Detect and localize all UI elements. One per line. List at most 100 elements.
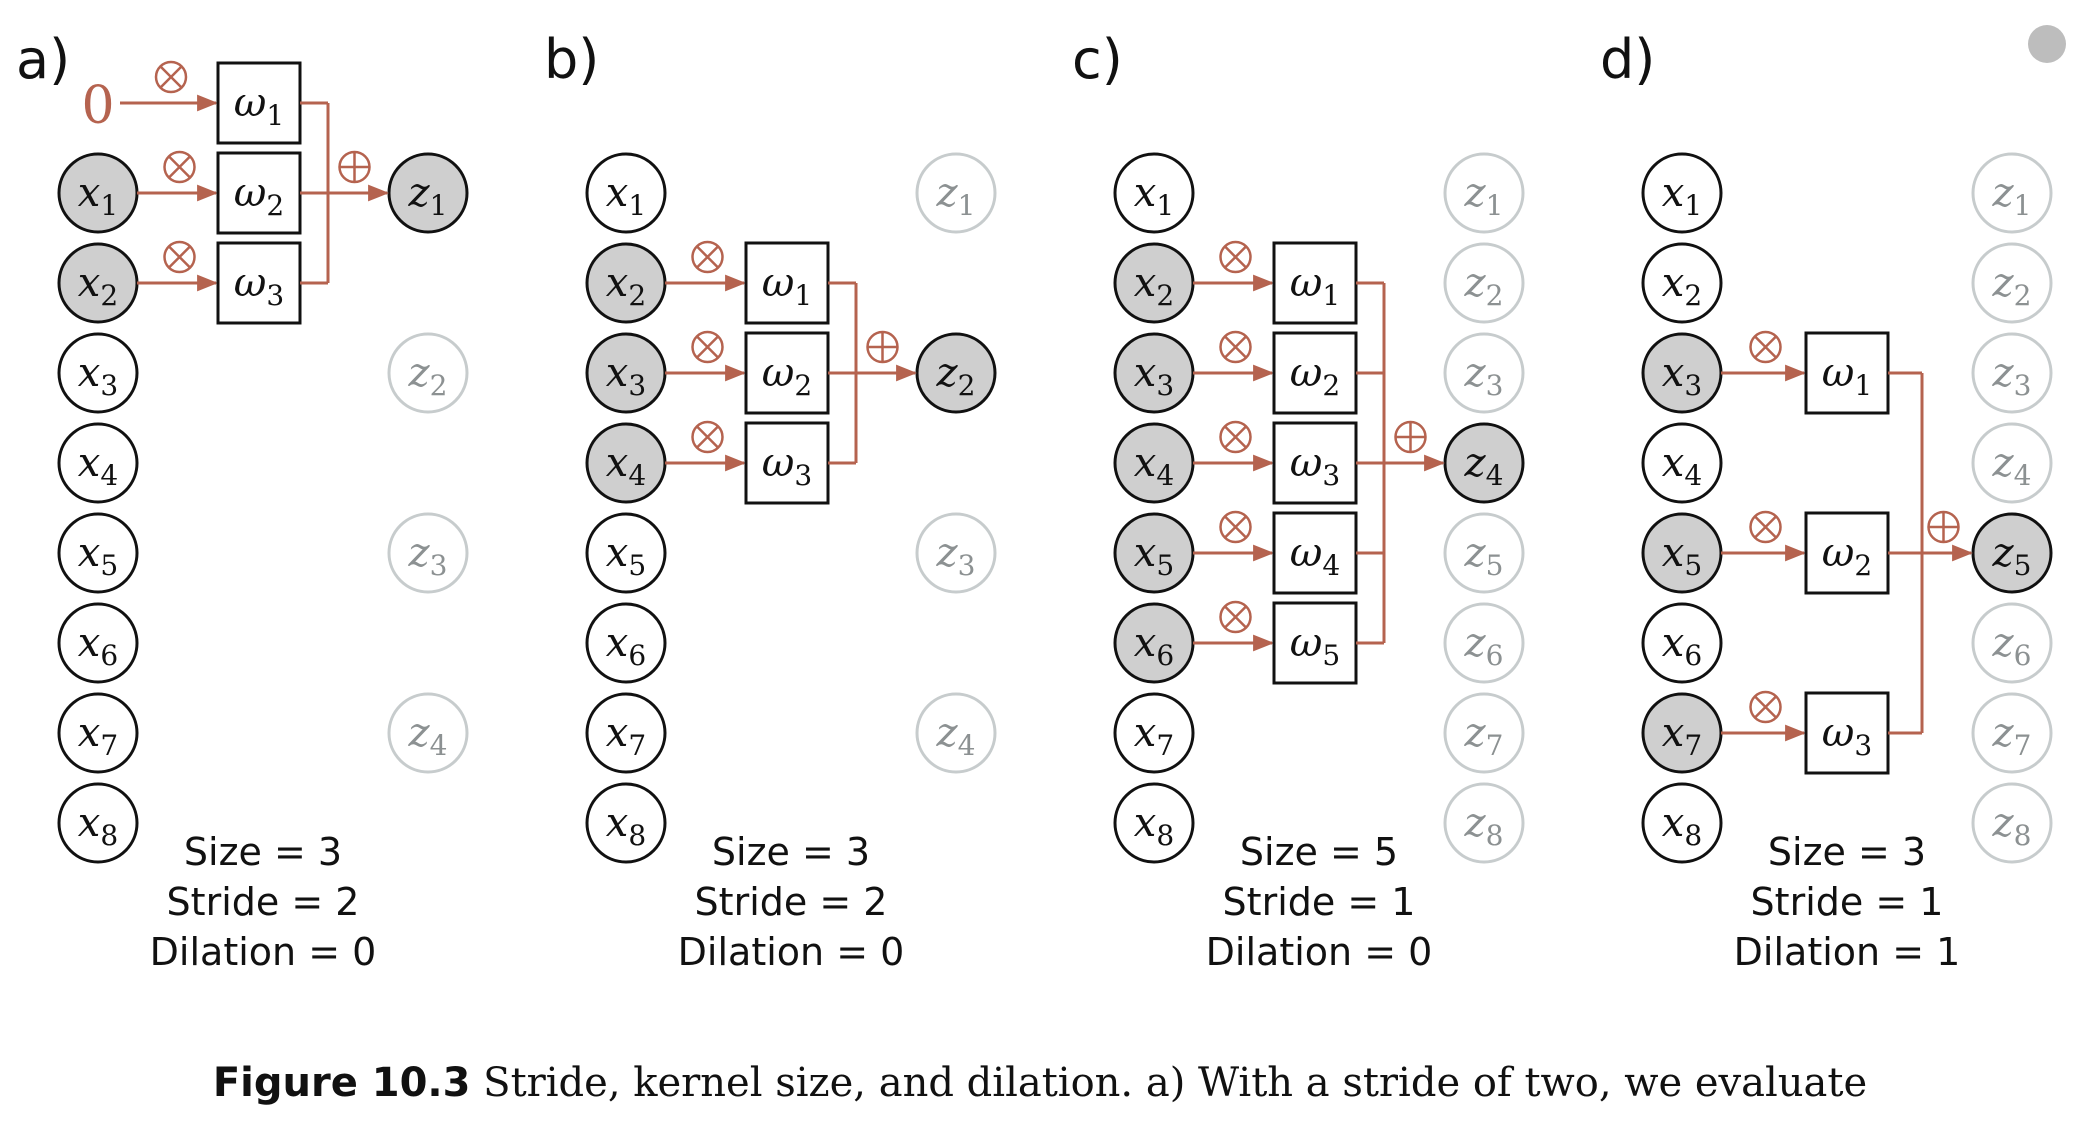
multiply-icon — [691, 240, 724, 274]
weight-ω1-box — [216, 61, 302, 145]
weight-ω1-label: ω1 — [762, 260, 812, 312]
input-node-x4-label: x4 — [606, 440, 646, 492]
output-node-z2-circle — [1443, 242, 1525, 324]
add-icon — [338, 150, 371, 184]
multiply-icon — [1219, 330, 1252, 364]
weight-ω1: ω1 — [1272, 241, 1358, 325]
multiply-icon — [691, 420, 724, 454]
input-node-x1-circle — [585, 152, 667, 234]
input-node-x3-label: x3 — [78, 350, 118, 402]
input-node-x7-label: x7 — [1134, 710, 1174, 762]
output-node-z2: z2 — [915, 332, 997, 414]
output-node-z2: z2 — [387, 332, 469, 414]
input-node-x1-circle — [1641, 152, 1723, 234]
zero-padding-label: 0 — [81, 76, 114, 136]
weight-ω4: ω4 — [1272, 511, 1358, 595]
output-node-z1: z1 — [915, 152, 997, 234]
output-node-z7: z7 — [1443, 692, 1525, 774]
panel-c: c)x1x2x3x4x5x6x7x8z1z2z3z4z5z6z7z8ω1ω2ω3… — [1072, 28, 1525, 974]
multiply-icon — [163, 150, 196, 184]
input-node-x4-circle — [57, 422, 139, 504]
output-node-z3-label: z3 — [936, 530, 976, 582]
output-node-z1-circle — [915, 152, 997, 234]
multiply-icon — [1219, 420, 1252, 454]
panel-letter: a) — [16, 28, 70, 91]
input-node-x3-circle — [57, 332, 139, 414]
output-node-z1: z1 — [1971, 152, 2053, 234]
output-node-z6: z6 — [1443, 602, 1525, 684]
input-node-x6-label: x6 — [606, 620, 646, 672]
output-node-z3: z3 — [387, 512, 469, 594]
weight-ω3: ω3 — [744, 421, 830, 505]
multiply-icon — [1749, 690, 1782, 724]
weight-ω2: ω2 — [1272, 331, 1358, 415]
weight-ω3-box — [1804, 691, 1890, 775]
output-node-z3-label: z3 — [1464, 350, 1504, 402]
input-node-x6: x6 — [1641, 602, 1723, 684]
output-node-z4: z4 — [387, 692, 469, 774]
panel-d: d)x1x2x3x4x5x6x7x8z1z2z3z4z5z6z7z8ω1ω2ω3… — [1600, 28, 2053, 974]
input-node-x5: x5 — [585, 512, 667, 594]
weight-ω4-label: ω4 — [1290, 530, 1340, 582]
input-node-x5-circle — [585, 512, 667, 594]
output-node-z3-circle — [915, 512, 997, 594]
input-node-x4: x4 — [57, 422, 139, 504]
add-icon — [1927, 510, 1960, 544]
weight-ω1: ω1 — [216, 61, 302, 145]
output-node-z2-label: z2 — [408, 350, 448, 402]
output-node-z6: z6 — [1971, 602, 2053, 684]
input-node-x4-label: x4 — [1662, 440, 1702, 492]
weight-ω1-label: ω1 — [234, 80, 284, 132]
output-node-z8: z8 — [1971, 782, 2053, 864]
output-node-z5-label: z5 — [1464, 530, 1504, 582]
multiply-icon — [691, 330, 724, 364]
input-node-x6: x6 — [585, 602, 667, 684]
input-node-x7-label: x7 — [1662, 710, 1702, 762]
input-node-x8: x8 — [1113, 782, 1195, 864]
output-node-z1: z1 — [1443, 152, 1525, 234]
output-node-z1-label: z1 — [1992, 170, 2032, 222]
input-node-x6-circle — [585, 602, 667, 684]
scroll-indicator[interactable] — [2028, 25, 2066, 63]
output-node-z2-label: z2 — [1992, 260, 2032, 312]
dilation-label: Dilation = 0 — [150, 930, 377, 974]
output-node-z7-circle — [1971, 692, 2053, 774]
input-node-x1: x1 — [1641, 152, 1723, 234]
output-node-z4-circle — [1971, 422, 2053, 504]
weight-ω3-label: ω3 — [1290, 440, 1340, 492]
add-icon — [1394, 420, 1427, 454]
output-node-z5-label: z5 — [1992, 530, 2032, 582]
output-node-z4-label: z4 — [408, 710, 448, 762]
input-node-x7-circle — [585, 692, 667, 774]
input-node-x5-circle — [57, 512, 139, 594]
weight-ω3-box — [216, 241, 302, 325]
output-node-z8-circle — [1443, 782, 1525, 864]
output-node-z3: z3 — [1443, 332, 1525, 414]
input-node-x8-label: x8 — [1662, 800, 1702, 852]
weight-ω2-box — [1272, 331, 1358, 415]
add-icon — [866, 330, 899, 364]
stride-label: Stride = 2 — [695, 880, 888, 924]
panel-letter: c) — [1072, 28, 1123, 91]
input-node-x5: x5 — [1113, 512, 1195, 594]
input-node-x7-label: x7 — [606, 710, 646, 762]
output-node-z6-label: z6 — [1464, 620, 1504, 672]
input-node-x2-label: x2 — [606, 260, 646, 312]
weight-ω2-box — [1804, 511, 1890, 595]
input-node-x2-circle — [1641, 242, 1723, 324]
output-node-z8: z8 — [1443, 782, 1525, 864]
caption-label: Figure 10.3 — [212, 1060, 471, 1106]
output-node-z3-label: z3 — [408, 530, 448, 582]
output-node-z1: z1 — [387, 152, 469, 234]
input-node-x3: x3 — [1641, 332, 1723, 414]
input-node-x3: x3 — [585, 332, 667, 414]
input-node-x7-label: x7 — [78, 710, 118, 762]
weight-ω2-label: ω2 — [762, 350, 812, 402]
panel-letter: d) — [1600, 28, 1655, 91]
output-node-z1-circle — [1971, 152, 2053, 234]
input-node-x2-label: x2 — [1662, 260, 1702, 312]
input-node-x8-label: x8 — [606, 800, 646, 852]
caption-text: Stride, kernel size, and dilation. a) Wi… — [470, 1060, 1868, 1106]
